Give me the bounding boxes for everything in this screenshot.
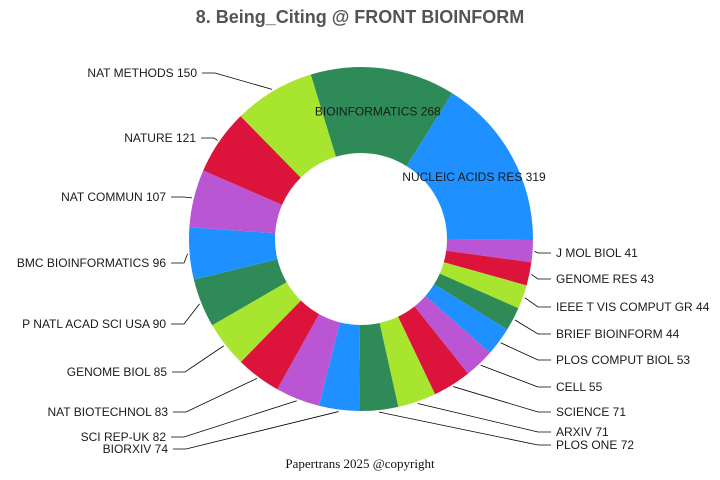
leader-line-genome-res xyxy=(531,274,551,280)
slice-label-nucleic-acids-res: NUCLEIC ACIDS RES 319 xyxy=(402,170,546,184)
leader-line-p-natl-acad-sci-usa xyxy=(171,303,200,325)
leader-line-nat-biotechnol xyxy=(173,378,258,413)
copyright-text: Papertrans 2025 @copyright xyxy=(285,456,435,471)
slice-label-plos-one: PLOS ONE 72 xyxy=(556,438,634,452)
slice-label-genome-res: GENOME RES 43 xyxy=(556,272,654,286)
leader-line-arxiv xyxy=(417,403,551,433)
pie-slice-genome-biol[interactable] xyxy=(212,282,301,363)
slice-label-nat-biotechnol: NAT BIOTECHNOL 83 xyxy=(48,405,169,419)
leader-line-biorxiv xyxy=(173,411,339,450)
slice-label-nature: NATURE 121 xyxy=(124,131,196,145)
pie-slice-ieee-t-vis-comput-gr[interactable] xyxy=(439,262,527,309)
pie-slice-p-natl-acad-sci-usa[interactable] xyxy=(193,259,287,326)
leader-line-cell xyxy=(480,364,551,388)
leader-line-ieee-t-vis-comput-gr xyxy=(524,297,551,308)
pie-slice-plos-comput-biol[interactable] xyxy=(425,284,508,353)
pie-slice-biorxiv[interactable] xyxy=(318,322,361,411)
pie-slice-plos-one[interactable] xyxy=(359,322,399,412)
slice-label-plos-comput-biol: PLOS COMPUT BIOL 53 xyxy=(556,353,690,367)
slice-label-cell: CELL 55 xyxy=(556,380,603,394)
pie-slice-nat-biotechnol[interactable] xyxy=(240,300,320,390)
pie-slice-bmc-bioinformatics[interactable] xyxy=(189,227,278,280)
pie-slice-j-mol-biol[interactable] xyxy=(446,239,533,263)
leader-line-nature xyxy=(201,137,218,141)
leader-line-sci-rep-uk xyxy=(171,400,297,438)
pie-slice-genome-res[interactable] xyxy=(443,250,532,286)
leader-line-genome-biol xyxy=(172,345,224,373)
leader-line-plos-one xyxy=(378,411,551,446)
slice-label-ieee-t-vis-comput-gr: IEEE T VIS COMPUT GR 44 xyxy=(556,300,710,314)
slice-label-brief-bioinform: BRIEF BIOINFORM 44 xyxy=(556,327,680,341)
pie-slice-nucleic-acids-res[interactable] xyxy=(406,93,534,240)
slice-label-biorxiv: BIORXIV 74 xyxy=(103,442,169,456)
slice-label-bmc-bioinformatics: BMC BIOINFORMATICS 96 xyxy=(17,256,166,270)
pie-slice-nat-methods[interactable] xyxy=(240,74,336,178)
slice-label-science: SCIENCE 71 xyxy=(556,405,626,419)
slice-label-genome-biol: GENOME BIOL 85 xyxy=(67,365,168,379)
slice-label-j-mol-biol: J MOL BIOL 41 xyxy=(556,246,638,260)
leader-line-nat-commun xyxy=(171,196,192,199)
slice-label-p-natl-acad-sci-usa: P NATL ACAD SCI USA 90 xyxy=(22,317,166,331)
leader-line-nat-methods xyxy=(202,72,273,90)
slice-label-nat-methods: NAT METHODS 150 xyxy=(87,66,197,80)
pie-slice-science[interactable] xyxy=(398,306,469,395)
pie-slice-arxiv[interactable] xyxy=(379,316,436,407)
slice-label-bioinformatics: BIOINFORMATICS 268 xyxy=(315,104,441,118)
leader-line-science xyxy=(453,386,551,413)
chart-title: 8. Being_Citing @ FRONT BIOINFORM xyxy=(195,7,525,27)
pie-slice-sci-rep-uk[interactable] xyxy=(277,314,340,406)
leader-line-j-mol-biol xyxy=(534,250,551,254)
slice-label-nat-commun: NAT COMMUN 107 xyxy=(61,190,166,204)
pie-slice-nat-commun[interactable] xyxy=(189,170,283,234)
pie-slice-nature[interactable] xyxy=(203,116,301,205)
leader-line-plos-comput-biol xyxy=(500,342,551,361)
leader-line-bmc-bioinformatics xyxy=(171,253,189,264)
leader-line-brief-bioinform xyxy=(514,319,551,335)
slice-label-sci-rep-uk: SCI REP-UK 82 xyxy=(81,430,167,444)
pie-slice-bioinformatics[interactable] xyxy=(310,67,453,167)
slice-label-arxiv: ARXIV 71 xyxy=(556,425,609,439)
pie-slice-cell[interactable] xyxy=(414,295,490,374)
pie-slice-brief-bioinform[interactable] xyxy=(434,273,519,330)
